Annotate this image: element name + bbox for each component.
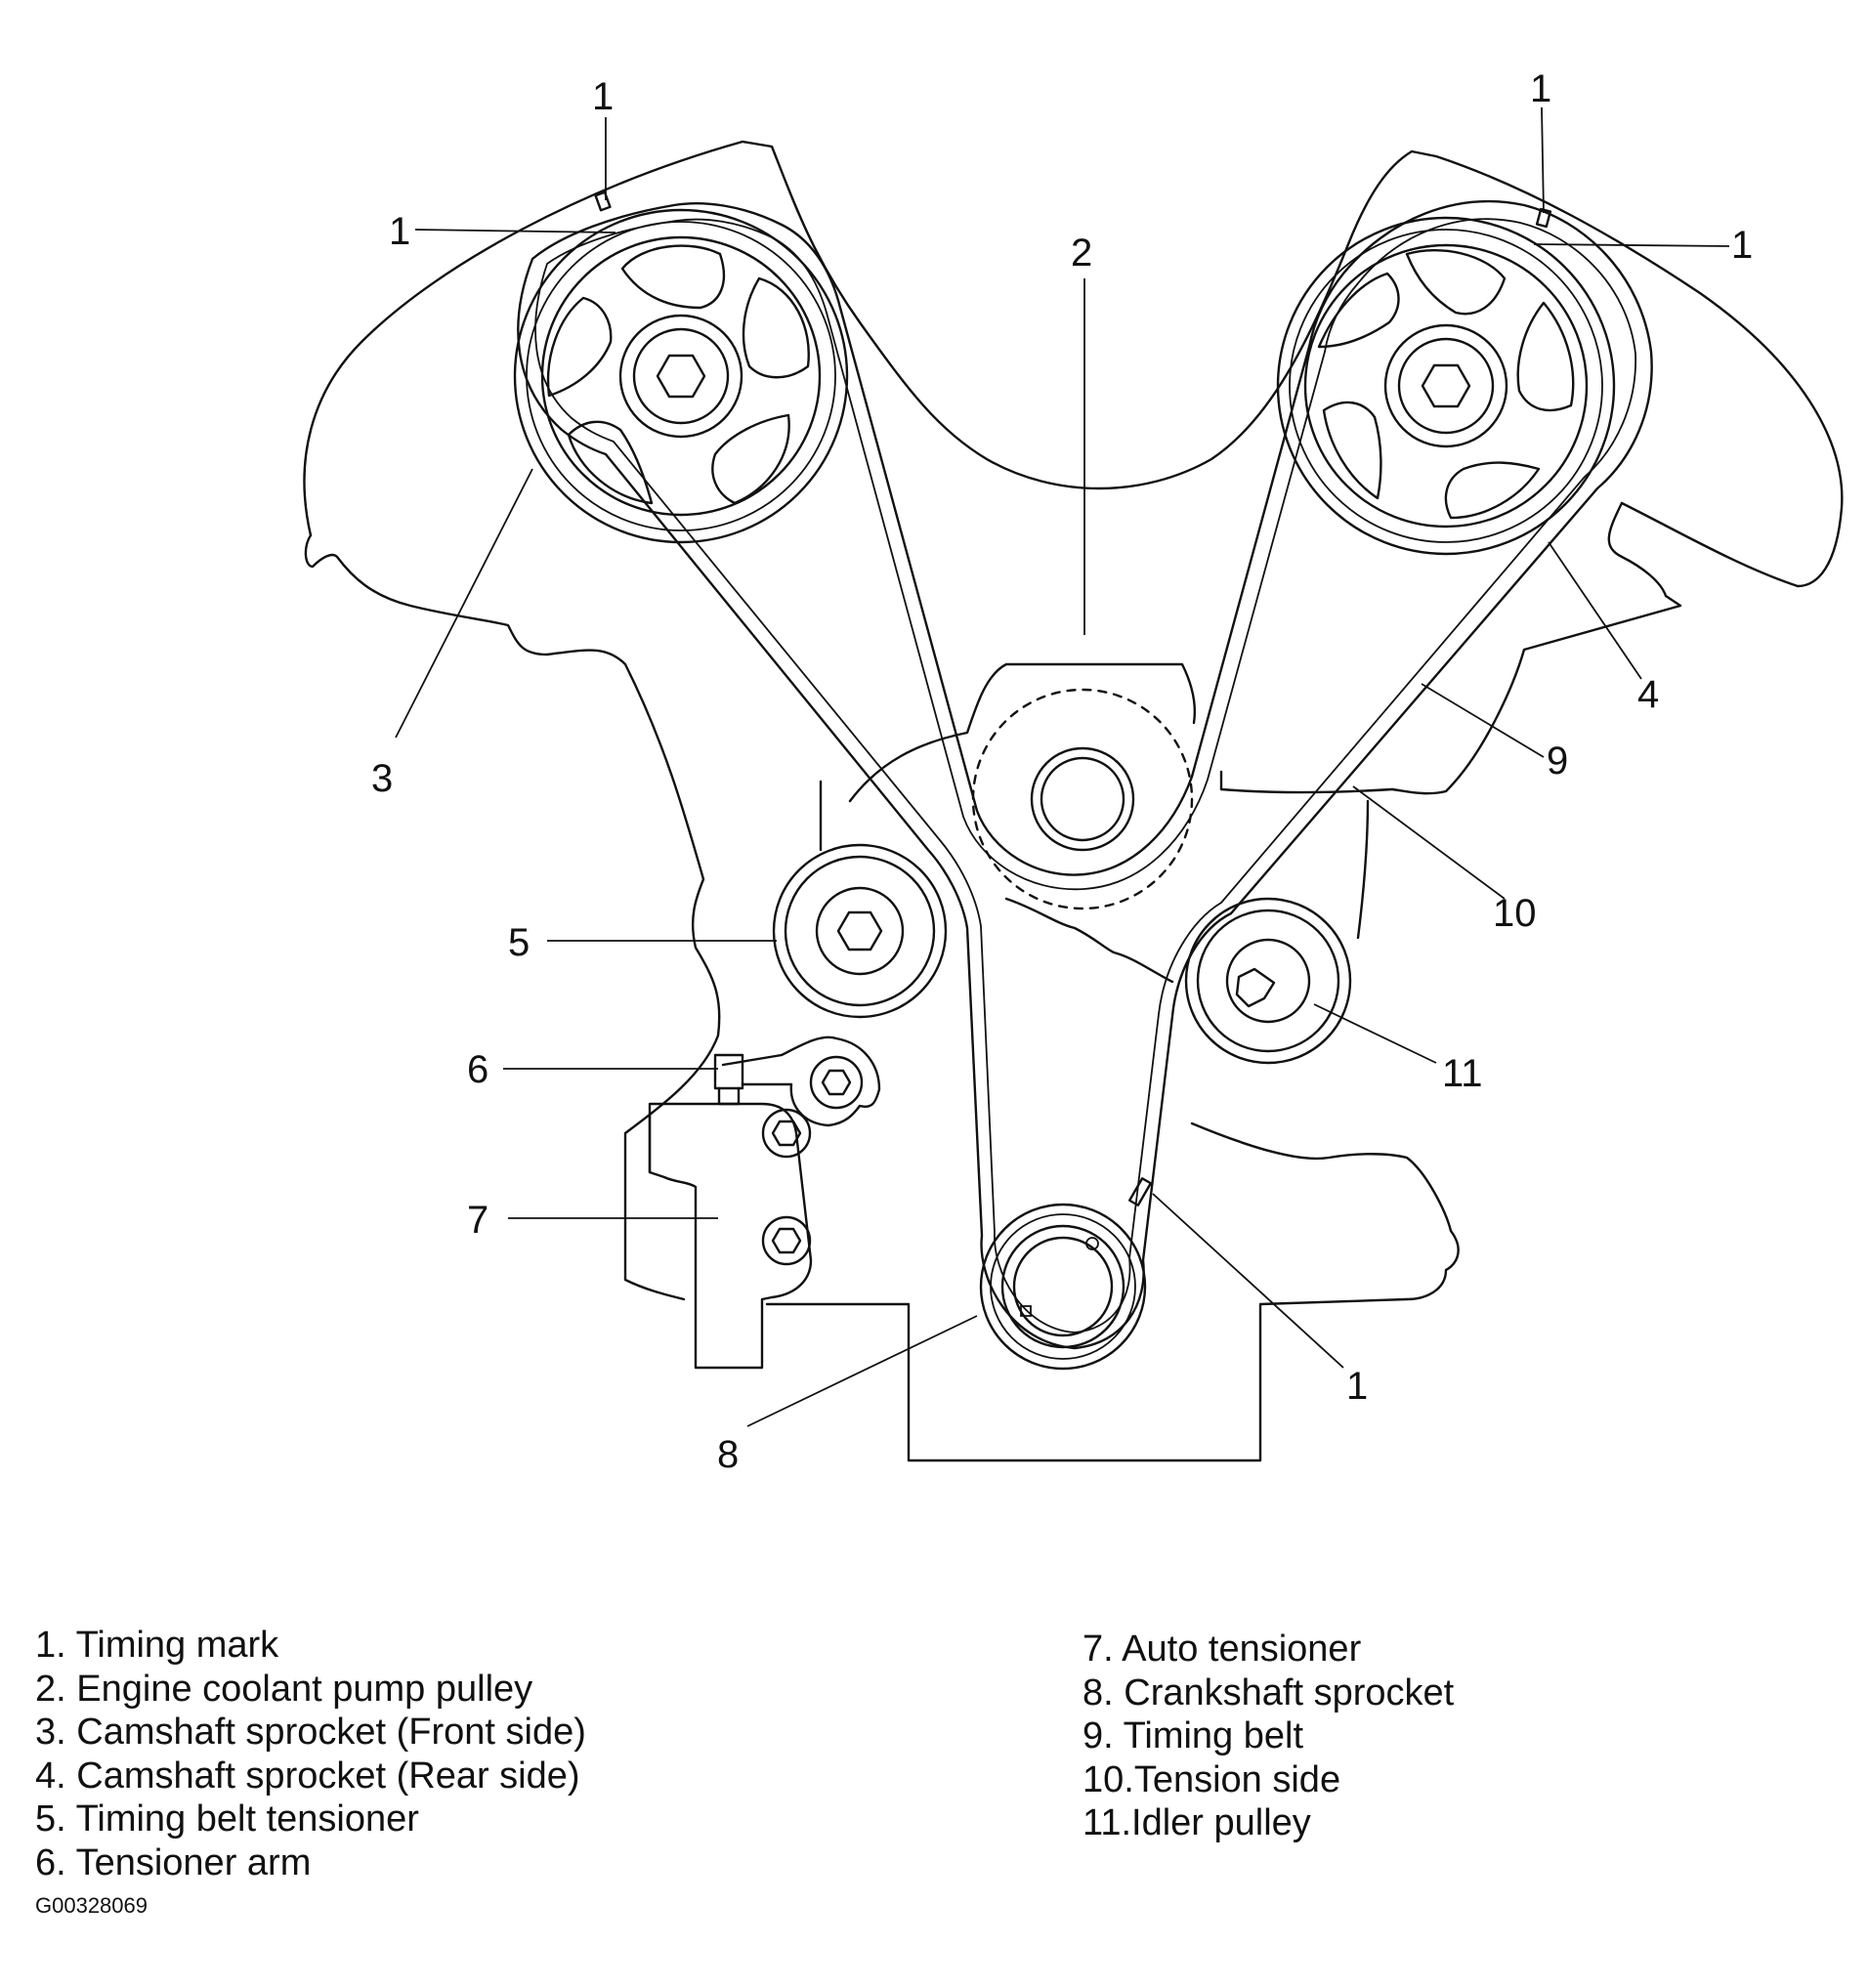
legend-number: 4.: [35, 1755, 66, 1797]
timing-belt-tensioner: [772, 843, 948, 1019]
coolant-pump-pulley: [971, 688, 1194, 910]
callout-4: 4: [1637, 673, 1659, 716]
legend-number: 7.: [1083, 1628, 1114, 1670]
callout-1-top-right: 1: [1530, 67, 1551, 110]
legend-number: 3.: [35, 1712, 66, 1753]
legend-item: 7. Auto tensioner: [1083, 1628, 1454, 1671]
legend-item: 5. Timing belt tensioner: [35, 1798, 586, 1841]
legend-item: 10.Tension side: [1083, 1758, 1454, 1802]
leader-lines: [395, 106, 1730, 1427]
legend-right: 7. Auto tensioner 8. Crankshaft sprocket…: [1083, 1628, 1454, 1845]
legend-number: 5.: [35, 1798, 66, 1840]
callout-2: 2: [1071, 232, 1092, 275]
callout-1-top-left: 1: [592, 75, 614, 118]
callout-8: 8: [717, 1433, 739, 1476]
legend-item: 1. Timing mark: [35, 1624, 586, 1668]
callout-1-left-sprocket: 1: [389, 210, 410, 253]
legend-left: 1. Timing mark 2. Engine coolant pump pu…: [35, 1624, 586, 1884]
legend-label: Timing mark: [75, 1625, 279, 1666]
callout-1-right-sprocket: 1: [1731, 224, 1753, 267]
legend-label: Camshaft sprocket (Front side): [76, 1712, 586, 1753]
idler-pulley: [1184, 897, 1352, 1065]
figure-id: G00328069: [35, 1893, 148, 1918]
auto-tensioner: [648, 1102, 813, 1370]
callout-5: 5: [508, 921, 530, 964]
callout-9: 9: [1547, 740, 1568, 783]
callout-3: 3: [371, 757, 393, 800]
legend-number: 6.: [35, 1841, 66, 1883]
camshaft-sprocket-front: [513, 208, 849, 544]
callout-6: 6: [467, 1048, 488, 1091]
legend-item: 3. Camshaft sprocket (Front side): [35, 1711, 586, 1755]
legend-item: 11.Idler pulley: [1083, 1801, 1454, 1845]
callout-11: 11: [1442, 1052, 1483, 1095]
crankshaft-sprocket: [979, 1203, 1147, 1371]
callout-10: 10: [1493, 892, 1537, 935]
engine-block-outline: [303, 140, 1844, 1462]
legend-label: Idler pulley: [1131, 1802, 1311, 1843]
legend-label: Camshaft sprocket (Rear side): [76, 1755, 580, 1797]
legend-label: Tension side: [1133, 1758, 1341, 1800]
legend-label: Tensioner arm: [75, 1841, 312, 1883]
legend-number: 1.: [35, 1625, 66, 1666]
callout-numbers: 1 1 1 1 2 3 4 9 10 5 11 6 7 1 8: [371, 67, 1753, 1476]
legend-item: 4. Camshaft sprocket (Rear side): [35, 1755, 586, 1798]
callout-1-crank: 1: [1346, 1365, 1368, 1408]
legend-item: 8. Crankshaft sprocket: [1083, 1671, 1454, 1715]
timing-belt: [517, 200, 1653, 1350]
timing-marks: [594, 190, 1552, 1206]
callout-7: 7: [467, 1199, 488, 1242]
legend-item: 2. Engine coolant pump pulley: [35, 1668, 586, 1712]
legend-label: Timing belt: [1123, 1715, 1304, 1756]
legend-label: Crankshaft sprocket: [1124, 1671, 1455, 1713]
legend-number: 8.: [1083, 1671, 1114, 1713]
legend-number: 11.: [1083, 1802, 1132, 1843]
legend-label: Engine coolant pump pulley: [76, 1668, 533, 1710]
legend-number: 2.: [35, 1668, 66, 1710]
legend-number: 10.: [1083, 1758, 1134, 1800]
legend-item: 6. Tensioner arm: [35, 1841, 586, 1885]
camshaft-sprocket-rear: [1276, 216, 1616, 556]
legend-item: 9. Timing belt: [1083, 1714, 1454, 1758]
legend-label: Timing belt tensioner: [75, 1798, 419, 1840]
legend-number: 9.: [1083, 1715, 1114, 1756]
legend-label: Auto tensioner: [1122, 1628, 1362, 1670]
